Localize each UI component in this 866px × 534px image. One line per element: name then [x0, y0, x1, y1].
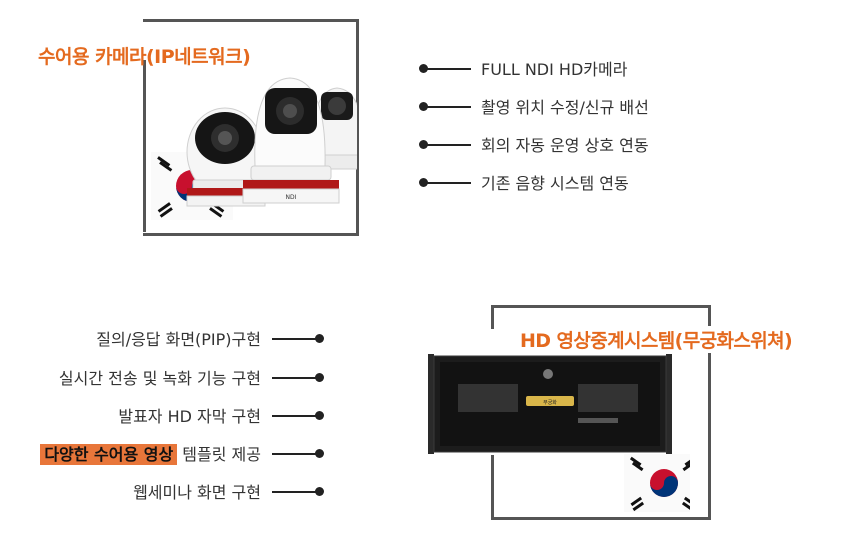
bullet-dot-icon [419, 140, 428, 149]
bullet-dot-icon [315, 449, 324, 458]
switcher-feature-list: 질의/응답 화면(PIP)구현 실시간 전송 및 녹화 기능 구현 발표자 HD… [0, 0, 326, 534]
switcher-device-image: 무궁화 [428, 354, 690, 512]
camera-frame-left-edge [143, 60, 146, 232]
switcher-feature-item: 웹세미나 화면 구현 [0, 479, 324, 503]
switcher-frame-left-edge [491, 305, 494, 329]
switcher-feature-item: 질의/응답 화면(PIP)구현 [0, 326, 324, 350]
bullet-dot-icon [315, 334, 324, 343]
ptz-cameras-image: NDI [151, 77, 357, 220]
svg-text:NDI: NDI [286, 194, 297, 201]
switcher-feature-item: 다양한 수어용 영상 템플릿 제공 [0, 441, 324, 465]
svg-text:무궁화: 무궁화 [543, 400, 557, 406]
switcher-feature-item: 실시간 전송 및 녹화 기능 구현 [0, 365, 324, 389]
camera-frame [143, 19, 359, 236]
bullet-dot-icon [419, 64, 428, 73]
switcher-feature-item: 발표자 HD 자막 구현 [0, 403, 324, 427]
switcher-frame [491, 305, 711, 520]
bullet-dot-icon [419, 178, 428, 187]
korean-flag-icon [624, 454, 690, 512]
bullet-dot-icon [315, 411, 324, 420]
highlight-text: 다양한 수어용 영상 [40, 444, 178, 465]
switcher-frame-left-edge [491, 455, 494, 517]
camera-section-title: 수어용 카메라(IP네트워크) [38, 46, 251, 68]
camera-1-icon [186, 107, 266, 207]
bullet-dot-icon [419, 102, 428, 111]
camera-2-icon: NDI [242, 77, 340, 204]
rack-chassis-icon: 무궁화 [428, 354, 672, 454]
switcher-section-title: HD 영상중계시스템(무궁화스위쳐) [518, 326, 795, 353]
bullet-dot-icon [315, 487, 324, 496]
bullet-dot-icon [315, 373, 324, 382]
